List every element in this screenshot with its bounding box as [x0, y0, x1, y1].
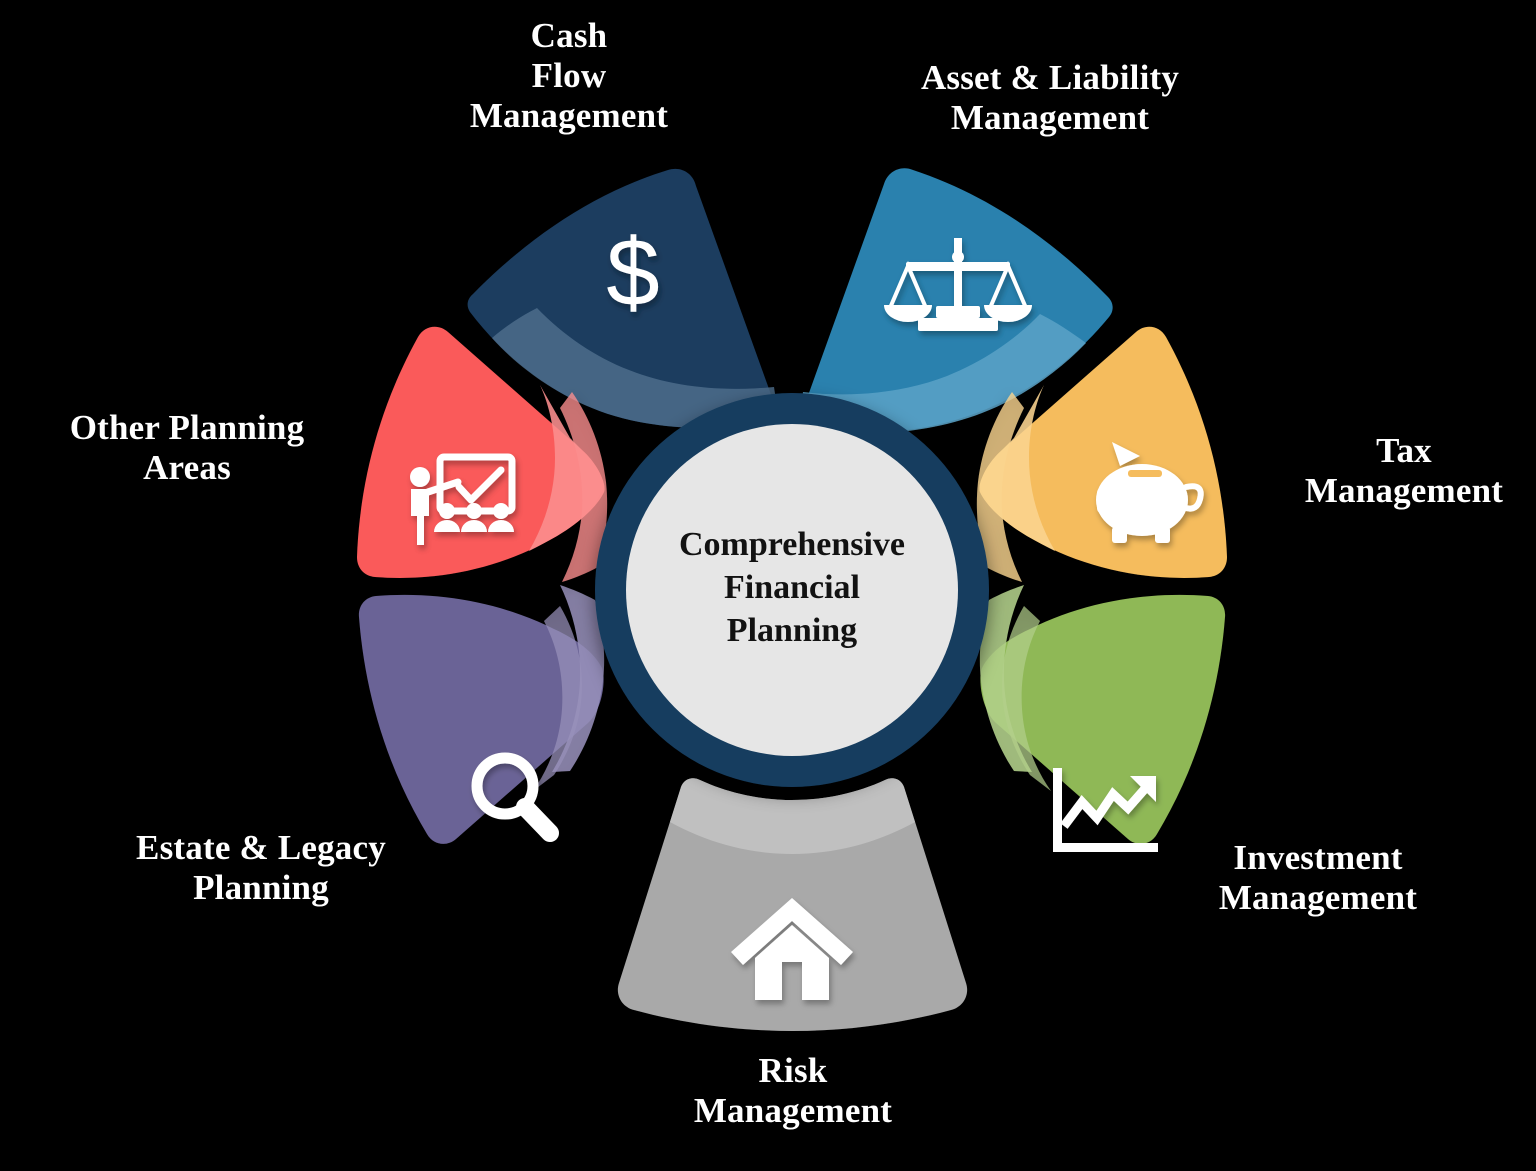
- segment-cash-flow-management[interactable]: $: [467, 168, 780, 429]
- magnifier-icon: [471, 752, 559, 842]
- house-icon: [731, 898, 853, 1000]
- dollar-sign-icon: $: [606, 219, 659, 326]
- line-chart-up-icon: [1053, 768, 1158, 852]
- piggy-bank-icon: [1096, 442, 1204, 543]
- segment-risk-management[interactable]: [617, 778, 968, 1031]
- segment-gloss-risk: [670, 778, 915, 854]
- segment-gloss2-estate: [533, 606, 582, 791]
- svg-text:$: $: [606, 219, 659, 326]
- segment-investment-management[interactable]: [979, 585, 1226, 852]
- label-risk-management: Risk Management: [693, 1051, 893, 1130]
- segment-asset-liability-management[interactable]: [798, 168, 1113, 434]
- segment-shape-investment[interactable]: [980, 594, 1226, 844]
- segment-tax-management[interactable]: [976, 326, 1227, 582]
- label-asset-liability-management: Asset & Liability Management: [920, 58, 1180, 137]
- label-investment-management: Investment Management: [1218, 838, 1418, 917]
- hub-inner-disc: [626, 424, 958, 756]
- segment-estate-legacy-planning[interactable]: [358, 585, 605, 844]
- segment-gloss2-tax: [976, 392, 1024, 582]
- segment-gloss2-investment: [1002, 606, 1051, 791]
- segment-gloss-asset-liability: [798, 314, 1086, 434]
- segment-gloss-estate: [552, 585, 605, 772]
- hub-circle[interactable]: [595, 393, 989, 787]
- segment-gloss-cash-flow: [492, 308, 780, 429]
- segment-other-planning-areas[interactable]: [357, 326, 608, 582]
- balance-scale-icon: [884, 238, 1032, 331]
- label-tax-management: Tax Management: [1304, 431, 1504, 510]
- label-cash-flow-management: Cash Flow Management: [469, 16, 669, 135]
- label-other-planning-areas: Other Planning Areas: [69, 408, 305, 487]
- segment-gloss2-other: [560, 392, 608, 582]
- hub-title: Comprehensive Financial Planning: [678, 526, 906, 649]
- segment-shape-estate[interactable]: [358, 594, 604, 844]
- label-estate-legacy-planning: Estate & Legacy Planning: [136, 828, 386, 907]
- presentation-training-icon: [410, 453, 516, 545]
- segment-gloss-investment: [979, 585, 1032, 772]
